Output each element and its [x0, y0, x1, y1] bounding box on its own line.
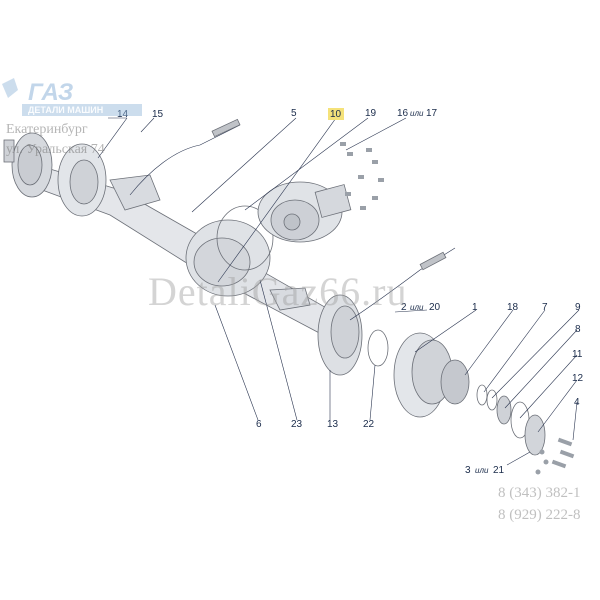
callout-6: 6 [256, 419, 262, 430]
axle-shaft-flange [524, 414, 546, 456]
callout-13: 13 [327, 419, 339, 430]
callout-18: 18 [507, 302, 519, 313]
gasket-ring [216, 205, 274, 271]
callout-21: 21 [493, 465, 505, 476]
logo-subtitle: ДЕТАЛИ МАШИН [28, 105, 103, 115]
callout-20: 20 [429, 302, 441, 313]
city-text: Екатеринбург [6, 122, 88, 137]
seal-ring [367, 329, 389, 367]
callout-labels: 14 15 5 10 19 16 или 17 2 или 20 1 18 7 … [117, 108, 584, 476]
callout-10-highlight [328, 108, 344, 120]
callout-16-or: или [410, 109, 424, 118]
callout-5: 5 [291, 108, 297, 119]
callout-2-or: или [410, 303, 424, 312]
callout-3-or: или [475, 466, 489, 475]
logo-text: ГАЗ [28, 79, 73, 106]
callout-19: 19 [365, 108, 377, 119]
callout-23: 23 [291, 419, 303, 430]
leader-lines [97, 117, 580, 466]
address-text: ул. Уральская 74 [6, 142, 105, 157]
left-brake-drum [3, 132, 107, 217]
callout-3: 3 [465, 465, 471, 476]
callout-15: 15 [152, 109, 164, 120]
callout-7: 7 [542, 302, 548, 313]
callout-9: 9 [575, 302, 581, 313]
callout-2: 2 [401, 302, 407, 313]
differential-assembly [257, 181, 352, 243]
flange-bolts [535, 437, 575, 475]
callout-16: 16 [397, 108, 409, 119]
hub-washers [476, 384, 530, 439]
callout-22: 22 [363, 419, 375, 430]
callout-1: 1 [472, 302, 478, 313]
callout-14: 14 [117, 109, 129, 120]
callout-4: 4 [574, 397, 580, 408]
city-watermark: Екатеринбург ул. Уральская 74 [6, 120, 105, 160]
gaz-logo-watermark: ГАЗ ДЕТАЛИ МАШИН [2, 78, 142, 116]
differential-bolts [340, 142, 384, 210]
callout-8: 8 [575, 324, 581, 335]
right-brake-drum [393, 332, 470, 418]
callout-17: 17 [426, 108, 438, 119]
site-watermark: DetaliGaz66.ru [148, 269, 408, 314]
callout-10: 10 [330, 109, 342, 120]
phones-watermark: 8 (343) 382-1 8 (929) 222-8 [498, 482, 581, 526]
callout-12: 12 [572, 373, 584, 384]
callout-11: 11 [572, 349, 583, 360]
phone-2: 8 (929) 222-8 [498, 507, 581, 523]
phone-1: 8 (343) 382-1 [498, 485, 581, 501]
